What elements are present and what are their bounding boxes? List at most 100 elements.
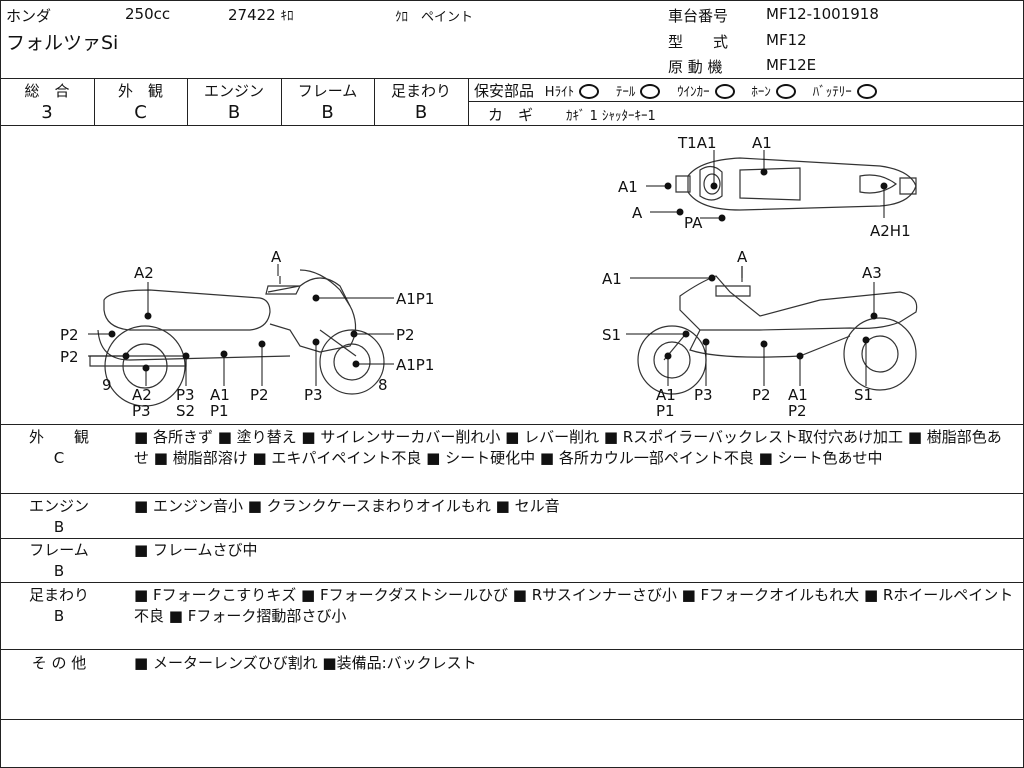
suspension-section-label: 足まわり B: [0, 585, 118, 627]
diagram-label: 8: [378, 376, 388, 394]
section-title: そ の 他: [31, 654, 87, 672]
key-value: ｶｷﾞ 1 ｼｬｯﾀｰｷｰ1: [566, 109, 656, 124]
diagram-label: P1: [656, 402, 675, 420]
divider: [0, 538, 1023, 539]
section-grade: C: [53, 449, 65, 467]
diagram-label: 9: [102, 376, 112, 394]
total-grade: 3: [41, 102, 53, 123]
model-name: フォルツァSi: [6, 32, 119, 54]
safety-parts: 保安部品 Hﾗｲﾄ ﾃｰﾙ ｳｲﾝｶｰ ﾎｰﾝ ﾊﾞｯﾃﾘｰ: [474, 80, 877, 101]
section-title: 外 観: [28, 428, 89, 446]
scooter-top-view: [675, 157, 917, 211]
displacement: 250cc: [125, 5, 171, 23]
section-title: フレーム: [29, 541, 89, 559]
diagram-label: P3: [176, 386, 195, 404]
diagram-label: S1: [602, 326, 621, 344]
diagram-label: A3: [862, 264, 882, 282]
frame-grade: B: [321, 102, 334, 123]
frame-no: MF12-1001918: [766, 5, 879, 23]
diagram-label: A: [271, 248, 282, 266]
diagram-label: P3: [694, 386, 713, 404]
section-grade: B: [53, 518, 65, 536]
safety-item-battery: ﾊﾞｯﾃﾘｰ: [812, 85, 852, 100]
section-title: エンジン: [28, 497, 89, 515]
safety-item-winker: ｳｲﾝｶｰ: [677, 85, 710, 100]
mileage: 27422 ｷﾛ: [228, 5, 294, 24]
engine-section-label: エンジン B: [0, 496, 118, 538]
divider: [468, 78, 469, 125]
exterior-label: 外 観: [117, 82, 163, 100]
ok-circle-icon: [579, 84, 600, 99]
ok-circle-icon: [856, 84, 877, 99]
mileage-value: 27422: [228, 6, 276, 24]
divider: [374, 78, 375, 125]
diagram-label: A2: [132, 386, 152, 404]
ok-circle-icon: [775, 84, 796, 99]
diagram-label: A2H1: [870, 222, 911, 240]
frame-notes: ■ フレームさび中: [134, 541, 258, 559]
other-notes: ■ メーターレンズひび割れ ■装備品:バックレスト: [134, 654, 477, 672]
diagram-label: A1: [656, 386, 676, 404]
divider: [0, 424, 1023, 425]
safety-item-horn: ﾎｰﾝ: [751, 85, 771, 100]
ok-circle-icon: [640, 84, 661, 99]
divider: [0, 493, 1023, 494]
diagram-label: T1A1: [677, 134, 717, 152]
diagram-label: A1P1: [396, 356, 434, 374]
safety-label: 保安部品: [474, 82, 535, 100]
exterior-section-label: 外 観 C: [0, 427, 118, 469]
diagram-label: A1: [788, 386, 808, 404]
divider: [94, 78, 95, 125]
type-value: MF12: [766, 31, 807, 49]
diagram-label: P2: [60, 348, 79, 366]
section-title: 足まわり: [28, 586, 89, 604]
divider: [0, 719, 1023, 720]
suspension-grade: B: [414, 102, 428, 123]
diagram-label: P2: [250, 386, 269, 404]
diagram-label: A1: [210, 386, 230, 404]
damage-diagram: T1A1 A1 A1 A PA A2H1 A A2 A1P1 P2 P2 P2 …: [60, 134, 918, 420]
mileage-unit: ｷﾛ: [280, 9, 294, 24]
divider: [0, 582, 1023, 583]
type-label: 型 式: [668, 33, 729, 51]
divider: [281, 78, 282, 125]
diagram-label: A1: [618, 178, 638, 196]
color: ｸﾛ ペイント: [395, 10, 474, 25]
divider: [0, 125, 1023, 126]
diagram-label: A: [632, 204, 643, 222]
diagram-label: A1: [752, 134, 772, 152]
diagram-label: A1: [602, 270, 622, 288]
suspension-grade-label: 足まわり: [390, 82, 451, 100]
scooter-right-view: [637, 266, 918, 395]
diagram-label: P2: [60, 326, 79, 344]
diagram-label: A: [737, 248, 748, 266]
ok-circle-icon: [714, 84, 735, 99]
divider: [0, 78, 1023, 79]
engine-label: 原 動 機: [668, 58, 723, 76]
safety-item-tail: ﾃｰﾙ: [615, 85, 636, 100]
scooter-left-view: [89, 269, 385, 407]
suspension-notes: ■ Fフォークこすりキズ ■ Fフォークダストシールひび ■ Rサスインナーさび…: [134, 586, 1014, 625]
divider: [187, 78, 188, 125]
divider: [0, 649, 1023, 650]
engine-value: MF12E: [766, 56, 817, 74]
total-label: 総 合: [24, 82, 70, 100]
engine-grade-label: エンジン: [203, 82, 264, 100]
diagram-label: S1: [854, 386, 873, 404]
maker: ホンダ: [6, 7, 52, 25]
section-grade: B: [53, 607, 65, 625]
diagram-label: P3: [304, 386, 323, 404]
frame-section-label: フレーム B: [0, 540, 118, 582]
section-grade: B: [53, 562, 65, 580]
diagram-label: P2: [788, 402, 807, 420]
diagram-label: A2: [134, 264, 154, 282]
key-label: カ ギ: [488, 106, 534, 124]
divider: [468, 101, 1023, 102]
diagram-label: A1P1: [396, 290, 434, 308]
other-section-label: そ の 他: [0, 653, 118, 674]
engine-grade: B: [227, 102, 241, 123]
exterior-notes: ■ 各所きず ■ 塗り替え ■ サイレンサーカバー削れ小 ■ レバー削れ ■ R…: [134, 428, 1002, 467]
diagram-label: P2: [752, 386, 771, 404]
frame-no-label: 車台番号: [668, 7, 729, 25]
diagram-label: P3: [132, 402, 151, 420]
